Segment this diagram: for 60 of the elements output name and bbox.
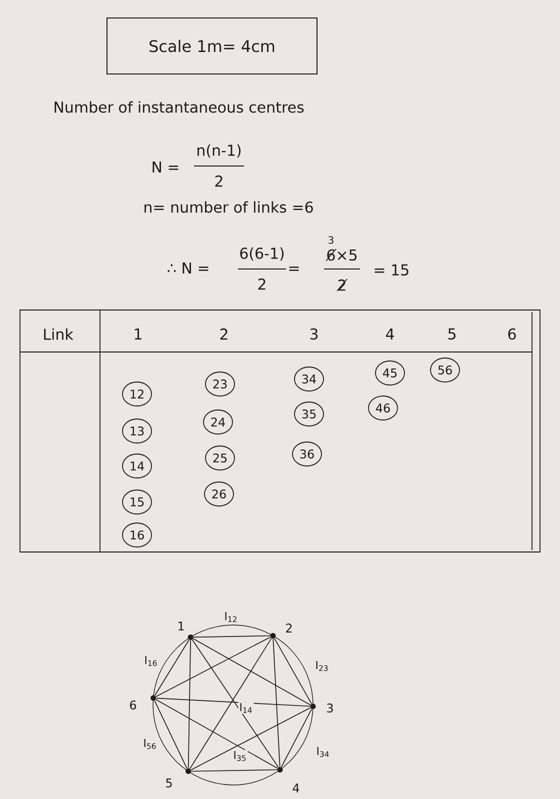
equation-text: =	[289, 266, 299, 271]
circled-number: 36	[292, 442, 322, 466]
chord-line	[192, 638, 311, 706]
vertex-number: 2	[286, 624, 292, 632]
chord-line	[272, 638, 280, 768]
circled-number: 46	[368, 396, 398, 420]
chord-line	[155, 699, 278, 769]
circled-number: 12	[122, 382, 152, 406]
chord-line	[156, 698, 310, 707]
circled-number: 24	[203, 410, 233, 434]
edge-label: I$_{14}$	[238, 702, 254, 714]
chord-line	[154, 639, 190, 696]
column-number: 1	[134, 328, 142, 340]
chord-line	[190, 769, 278, 772]
chord-line	[280, 708, 312, 768]
fraction-numerator: 6(6-1)	[240, 247, 284, 261]
column-number: 4	[386, 328, 394, 340]
fraction-denominator: 2	[215, 175, 222, 187]
edge-label: I$_{12}$	[223, 611, 239, 623]
circled-number: 15	[122, 490, 152, 514]
circled-number: 14	[122, 454, 152, 478]
circled-number: 23	[205, 372, 235, 396]
equation-text: = 15	[374, 264, 408, 276]
chord-line	[154, 700, 188, 770]
edge-label: I$_{34}$	[315, 746, 331, 758]
edge-label: I$_{16}$	[143, 654, 159, 668]
vertex-number: 1	[178, 622, 184, 630]
vertex-number: 4	[292, 784, 300, 792]
chord-line	[193, 635, 270, 638]
vertex-number: 5	[166, 778, 172, 788]
column-number: 5	[448, 328, 456, 340]
circled-number: 34	[294, 366, 324, 392]
scale-box: Scale 1m= 4cm	[106, 18, 318, 74]
circled-number: 25	[205, 446, 235, 470]
circled-number: 35	[294, 402, 324, 426]
vertex-number: 6	[130, 700, 136, 710]
circled-number: 13	[122, 418, 152, 444]
heading-text: Number of instantaneous centres	[54, 101, 304, 113]
equation-text: N =	[152, 162, 178, 172]
circled-number: 56	[430, 358, 460, 382]
edge-label: I$_{56}$	[142, 738, 158, 750]
chord-line	[190, 707, 311, 770]
fraction-denominator: 2	[258, 278, 266, 290]
edge-label: I$_{23}$	[314, 660, 330, 672]
column-number: 6	[508, 328, 516, 340]
column-number: 3	[310, 328, 318, 340]
edge-label: I$_{35}$	[232, 750, 248, 762]
header-text: Link	[44, 328, 74, 340]
chord-line	[274, 638, 312, 704]
circled-number: 26	[204, 482, 234, 506]
equation-text: n= number of links =6	[144, 201, 313, 213]
column-number: 2	[220, 328, 228, 340]
equation-text: ∴ N =	[168, 262, 208, 274]
vertex-number: 3	[327, 703, 333, 713]
circled-number: 45	[375, 360, 405, 386]
chord-line	[156, 636, 271, 698]
correction-digit: 3	[328, 236, 334, 244]
fraction-numerator: n(n-1)	[198, 144, 241, 158]
circled-number: 16	[122, 522, 152, 548]
chord-line	[188, 640, 191, 769]
